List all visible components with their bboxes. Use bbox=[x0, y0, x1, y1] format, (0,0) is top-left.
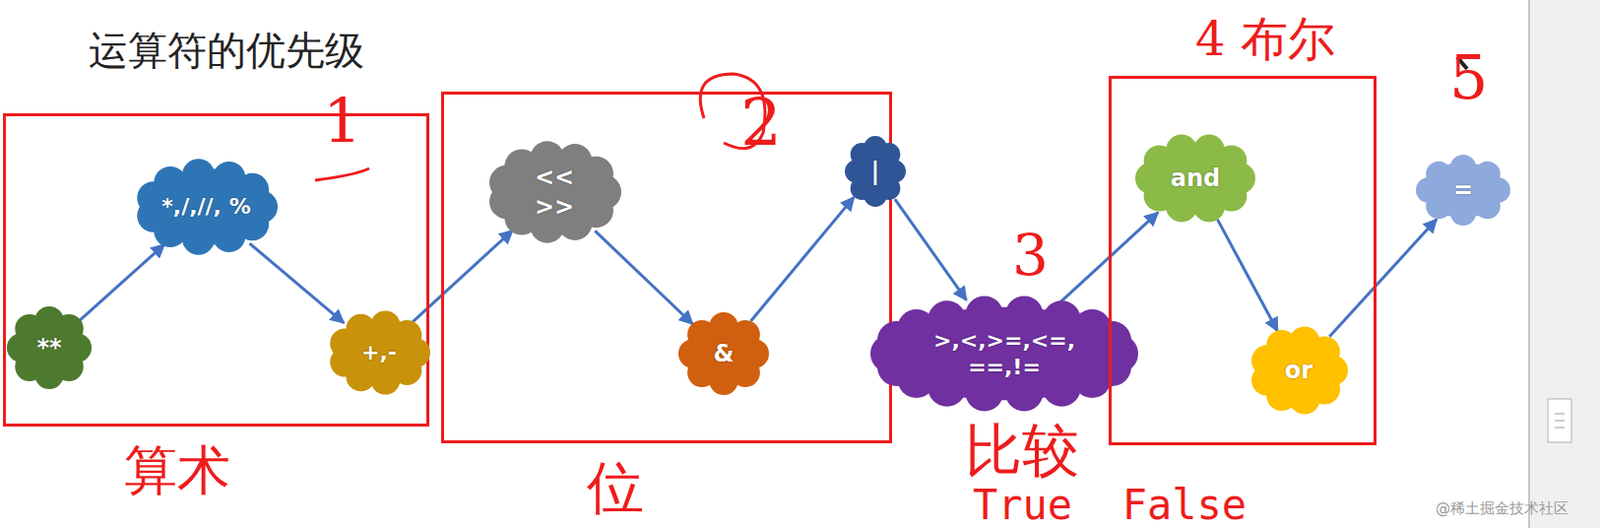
group-label: 算术 bbox=[124, 435, 231, 508]
operator-cloud: | bbox=[844, 135, 906, 207]
text-stack: | bbox=[871, 156, 881, 187]
cloud-outline bbox=[870, 295, 1139, 412]
operator-text: = bbox=[1453, 175, 1473, 205]
title: 运算符的优先级 bbox=[88, 23, 365, 78]
text-stack: = bbox=[1453, 175, 1473, 205]
group-box: 算术***,/,//, %+,- bbox=[2, 113, 430, 427]
text-stack: >,<,>=,<=, ==,!= bbox=[910, 326, 1098, 382]
operator-cloud: +,- bbox=[327, 310, 431, 395]
operator-cloud: & bbox=[678, 312, 769, 395]
handwritten-note: True False bbox=[972, 484, 1247, 526]
scrollbar-track bbox=[1529, 0, 1600, 528]
operator-text: +,- bbox=[361, 338, 397, 367]
operator-text: or bbox=[1284, 355, 1313, 385]
text-stack: & bbox=[713, 338, 735, 369]
text-stack: ** bbox=[36, 332, 62, 363]
callout-number: 1 bbox=[322, 90, 362, 152]
operator-text: *,/,//, % bbox=[161, 192, 251, 221]
group-label: 4 布尔 bbox=[1195, 7, 1336, 71]
operator-text: | bbox=[871, 156, 881, 187]
flow-arrow bbox=[250, 243, 345, 323]
flow-arrow bbox=[1329, 219, 1437, 337]
operator-text: & bbox=[713, 338, 735, 369]
operator-cloud: *,/,//, % bbox=[134, 158, 278, 256]
flow-arrow bbox=[79, 244, 165, 320]
operator-cloud: and bbox=[1135, 132, 1256, 224]
cloud-outline bbox=[487, 140, 622, 244]
group-label: 位 bbox=[586, 449, 644, 527]
text-stack: or bbox=[1284, 355, 1313, 385]
callout-number: 5 bbox=[1449, 47, 1488, 109]
group-label: 比较 bbox=[964, 421, 1080, 479]
flow-arrow bbox=[594, 230, 693, 324]
operator-text: and bbox=[1170, 163, 1220, 193]
text-stack: +,- bbox=[361, 338, 397, 367]
operator-cloud: << >> bbox=[487, 140, 622, 244]
text-stack: << >> bbox=[530, 162, 578, 222]
operator-text: ** bbox=[36, 332, 62, 363]
flow-arrow bbox=[895, 198, 967, 301]
operator-cloud: or bbox=[1249, 325, 1348, 415]
operator-cloud: = bbox=[1415, 154, 1511, 226]
watermark: @稀土掘金技术社区 bbox=[1435, 501, 1569, 516]
operator-text: << >> bbox=[530, 162, 578, 222]
callout-number: 3 bbox=[1012, 226, 1049, 284]
operator-cloud: ** bbox=[6, 306, 92, 389]
flow-arrow bbox=[1217, 219, 1279, 331]
group-box: 位<< >>&| bbox=[441, 91, 893, 444]
text-stack: *,/,//, % bbox=[161, 192, 251, 221]
scrollbar-thumb bbox=[1547, 398, 1572, 443]
operator-cloud: >,<,>=,<=, ==,!= bbox=[870, 295, 1139, 412]
operator-text: >,<,>=,<=, ==,!= bbox=[910, 326, 1098, 382]
scrollbar-grip bbox=[1554, 413, 1565, 428]
callout-number: 2 bbox=[740, 90, 782, 156]
page-edge bbox=[1528, 0, 1531, 528]
hand-stroke bbox=[315, 168, 370, 181]
text-stack: and bbox=[1170, 163, 1220, 193]
group-box: 4 布尔andor bbox=[1108, 75, 1377, 446]
flow-arrow bbox=[751, 196, 855, 321]
